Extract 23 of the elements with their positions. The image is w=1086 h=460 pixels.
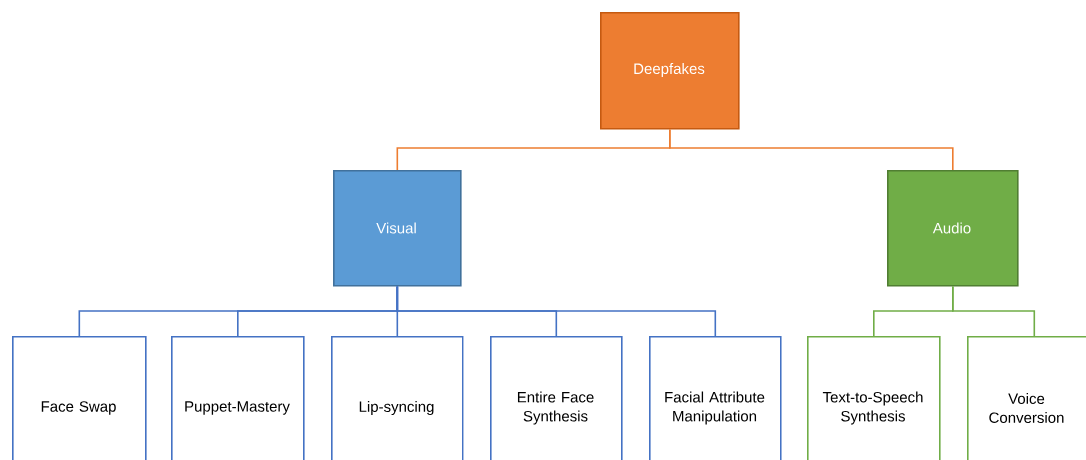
node-label: Visual <box>376 222 416 234</box>
node-label: Text-to-Speech Synthesis <box>822 391 923 425</box>
connector <box>952 285 1036 337</box>
leaf-box <box>331 336 464 460</box>
node-label: Puppet-Mastery <box>185 401 290 415</box>
leaf-box <box>807 336 941 460</box>
node-label: Entire Face Synthesis <box>517 391 594 425</box>
node-label: Lip-syncing <box>359 401 434 415</box>
leaf-box <box>490 336 623 460</box>
leaf-box <box>649 336 782 460</box>
connector <box>669 128 954 171</box>
node-label: Voice Conversion <box>989 392 1064 423</box>
connector <box>396 285 717 337</box>
node-label: Deepfakes <box>634 63 705 77</box>
leaf-box <box>967 336 1086 460</box>
category-box <box>333 170 462 287</box>
node-label: Facial Attribute Manipulation <box>665 391 765 425</box>
leaf-box <box>12 336 147 460</box>
node-label: Audio <box>932 222 971 234</box>
node-label: Face Swap <box>41 401 116 415</box>
leaf-box <box>171 336 305 460</box>
category-box <box>887 170 1019 287</box>
root-box <box>600 12 740 130</box>
